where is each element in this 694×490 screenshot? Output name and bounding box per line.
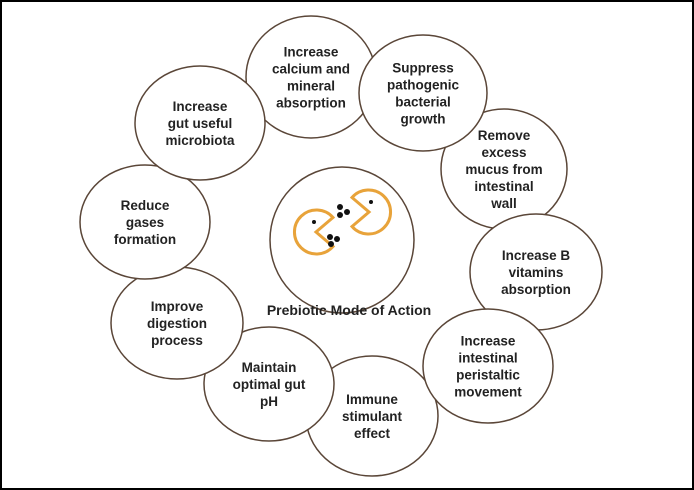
bubble-text-line: Increase: [173, 99, 228, 114]
bubble-text-line: absorption: [501, 282, 571, 297]
dot-icon: [327, 234, 333, 240]
bubble-text-line: Increase B: [502, 248, 571, 263]
bubble-microbiota: Increase gut useful microbiota: [134, 65, 266, 181]
bubble-text-line: digestion: [147, 316, 207, 331]
bubble-text-line: intestinal: [474, 179, 533, 194]
pacman-right-eye-icon: [369, 200, 373, 204]
dot-icon: [344, 209, 350, 215]
bubble-text-line: Immune: [346, 392, 398, 407]
pacman-right-icon: [349, 188, 393, 236]
center-node: Prebiotic Mode of Action: [267, 166, 431, 318]
bubble-text-line: pathogenic: [387, 78, 459, 93]
bubble-text-line: pH: [260, 394, 278, 409]
bubble-text-line: growth: [401, 112, 446, 127]
bubble-text-line: Suppress: [392, 61, 454, 76]
bubble-text-line: microbiota: [165, 133, 235, 148]
bubble-vitamins: Increase B vitamins absorption: [469, 213, 603, 331]
pacman-left-icon: [292, 208, 336, 256]
bubble-text-line: mineral: [287, 79, 335, 94]
dot-icon: [334, 236, 340, 242]
bubble-text-line: excess: [481, 145, 526, 160]
bubble-immune: Immune stimulant effect: [305, 355, 439, 477]
bubble-text-line: process: [151, 333, 203, 348]
bubble-text-line: calcium and: [272, 62, 350, 77]
dot-icon: [337, 212, 343, 218]
bubble-text-line: stimulant: [342, 409, 403, 424]
bubble-circle: [358, 34, 488, 152]
center-circle: [269, 166, 415, 314]
bubble-digestion: Improve digestion process: [110, 266, 244, 380]
bubble-text-line: effect: [354, 426, 391, 441]
bubble-peristaltic: Increase intestinal peristaltic movement: [422, 308, 554, 424]
bubble-circle: [134, 65, 266, 181]
bubble-text-line: peristaltic: [456, 368, 520, 383]
bubble-mucus: Remove excess mucus from intestinal wall: [440, 108, 568, 230]
bubble-text-line: wall: [490, 196, 517, 211]
bubble-circle: [203, 326, 335, 442]
bubble-gases: Reduce gases formation: [79, 164, 211, 280]
bubble-text-line: Maintain: [242, 360, 297, 375]
bubble-text-line: Improve: [151, 299, 204, 314]
bubble-text-line: Remove: [478, 128, 531, 143]
bubble-text-line: Increase: [461, 334, 516, 349]
center-label: Prebiotic Mode of Action: [267, 302, 431, 318]
bubble-text-line: bacterial: [395, 95, 451, 110]
dot-icon: [328, 241, 334, 247]
bubble-text-line: gases: [126, 215, 164, 230]
bubble-text-line: gut useful: [168, 116, 233, 131]
bubble-text-line: intestinal: [458, 351, 517, 366]
bubble-text-line: mucus from: [465, 162, 542, 177]
bubble-text-line: Reduce: [121, 198, 170, 213]
bubble-text-line: movement: [454, 385, 522, 400]
bubble-circle: [422, 308, 554, 424]
two-pacman-icon: [292, 188, 393, 256]
bubble-ph: Maintain optimal gut pH: [203, 326, 335, 442]
pacman-left-eye-icon: [312, 220, 316, 224]
bubble-text-line: absorption: [276, 96, 346, 111]
bubble-pathogenic: Suppress pathogenic bacterial growth: [358, 34, 488, 152]
bubble-text-line: vitamins: [509, 265, 564, 280]
bubble-calcium: Increase calcium and mineral absorption: [245, 15, 377, 139]
bubble-text-line: Increase: [284, 45, 339, 60]
dot-icon: [337, 204, 343, 210]
bubble-text-line: formation: [114, 232, 176, 247]
bubble-text-line: optimal gut: [233, 377, 306, 392]
bubble-circle: [79, 164, 211, 280]
